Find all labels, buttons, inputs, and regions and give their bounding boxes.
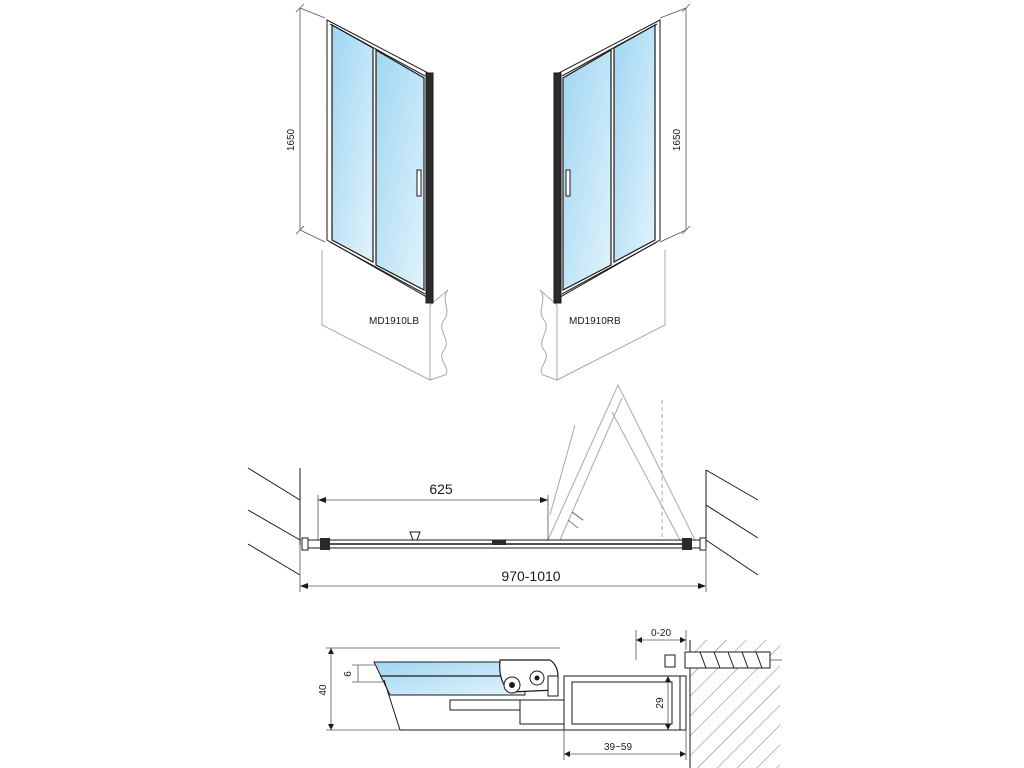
right-wall-profile: [553, 72, 562, 304]
left-sliding-glass: [375, 48, 425, 291]
left-fixed-glass: [331, 23, 374, 264]
right-fixed-glass: [613, 23, 656, 264]
left-bathtub-front: [321, 250, 431, 381]
profile-detail: 0-20 40 6 29 39~59: [318, 628, 782, 768]
detail-glass-label: 6: [343, 671, 354, 677]
left-bottom-rail: [329, 241, 426, 295]
right-bathtub-front: [556, 250, 666, 381]
detail-channel-label: 29: [655, 697, 666, 709]
detail-screw-head: [664, 654, 676, 668]
plan-opening-dimension: [317, 495, 549, 540]
right-model-label: MD1910RB: [569, 316, 621, 327]
detail-wall-hatch: [690, 640, 780, 768]
right-handle: [565, 169, 571, 197]
left-bathtub-break: [429, 289, 449, 381]
plan-right-end: [699, 537, 707, 551]
detail-channel-back: [680, 675, 687, 731]
right-height-label: 1650: [672, 128, 683, 151]
right-height-dimension: [659, 3, 691, 243]
right-bottom-rail: [561, 241, 658, 295]
plan-width-label: 970-1010: [501, 568, 560, 584]
left-handle: [416, 169, 422, 197]
left-top-rail: [329, 23, 426, 77]
detail-glass-pane: [373, 661, 526, 696]
detail-roller-left-hub: [509, 682, 515, 688]
detail-roller-right-hub: [534, 675, 540, 681]
left-model-label: MD1910LB: [369, 316, 419, 327]
plan-left-end: [301, 537, 309, 551]
detail-channel-arrows: [665, 676, 671, 730]
plan-roller-left: [320, 538, 330, 550]
plan-right-wall: [705, 469, 759, 576]
left-height-dimension: [295, 3, 326, 243]
right-sliding-glass: [562, 48, 612, 291]
detail-dowel-ribs: [699, 651, 763, 669]
plan-roller-right: [682, 538, 692, 550]
detail-bottom-block: [519, 699, 565, 725]
right-top-rail: [561, 23, 658, 77]
plan-width-dimension: [299, 545, 707, 592]
detail-depth-dimension: [326, 647, 560, 731]
right-elevation-view: MD1910RB 1650: [539, 3, 691, 381]
plan-fold-outline: [547, 383, 696, 541]
plan-left-wall: [247, 467, 301, 576]
detail-bracket-plate: [547, 675, 559, 697]
plan-middle-stop: [492, 540, 506, 545]
left-wall-profile: [425, 72, 434, 304]
left-elevation-view: MD1910LB 1650: [286, 3, 449, 381]
detail-profile-dimension: [563, 730, 687, 760]
detail-glass-dimension: [352, 664, 384, 683]
plan-view: 625 970-1010: [247, 383, 759, 592]
plan-handle: [409, 531, 421, 541]
detail-adjust-label: 0-20: [651, 628, 671, 639]
plan-opening-label: 625: [429, 481, 453, 497]
detail-depth-label: 40: [318, 684, 329, 696]
detail-adjust-arrows: [636, 637, 686, 643]
right-bathtub-break: [539, 289, 558, 381]
left-height-label: 1650: [286, 128, 297, 151]
plan-fold-marks: [567, 511, 584, 529]
detail-profile-label: 39~59: [604, 742, 633, 753]
